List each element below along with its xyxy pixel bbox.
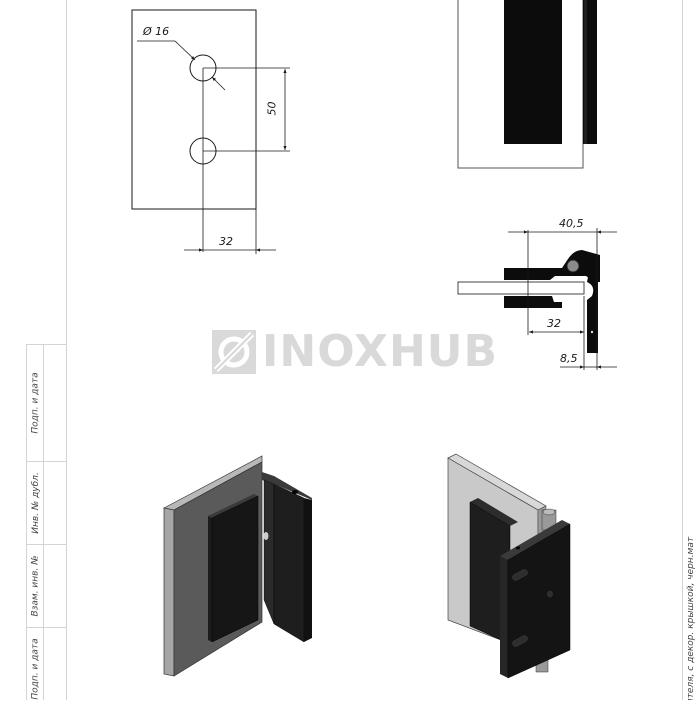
stamp-row-line-1 — [26, 461, 67, 462]
side-view-drawing — [457, 0, 597, 169]
stamp-top-line — [26, 344, 67, 345]
frame-left-border — [66, 0, 67, 700]
dim-hole-offset: 32 — [219, 235, 233, 248]
dim-hole-spacing: 50 — [265, 101, 279, 116]
dim-thickness: 8,5 — [560, 352, 578, 365]
wall-plate-section — [587, 258, 598, 353]
dim-glass-depth: 32 — [547, 317, 561, 330]
clamp-bottom-section — [504, 296, 562, 308]
glass-section — [457, 281, 585, 295]
stamp-outer-left — [26, 345, 27, 700]
iso-render-back — [162, 455, 312, 677]
stamp-col-divider — [43, 345, 44, 700]
inoxhub-logo-icon — [212, 330, 256, 374]
frame-right-border — [682, 0, 683, 700]
dim-overall-width: 40,5 — [559, 217, 584, 230]
clamp-top-section — [504, 250, 600, 282]
hinge-pin — [566, 259, 580, 273]
section-view-drawing — [457, 228, 617, 370]
iso-render-front — [447, 453, 571, 679]
dim-hole-diameter: Ø 16 — [143, 25, 170, 38]
watermark-text: INOXHUB — [262, 326, 499, 377]
inoxhub-watermark: INOXHUB — [212, 330, 498, 374]
plate-outline — [131, 9, 257, 210]
stamp-row-line-2 — [26, 544, 67, 545]
clamp-block — [504, 0, 562, 144]
stamp-row-line-3 — [26, 627, 67, 628]
